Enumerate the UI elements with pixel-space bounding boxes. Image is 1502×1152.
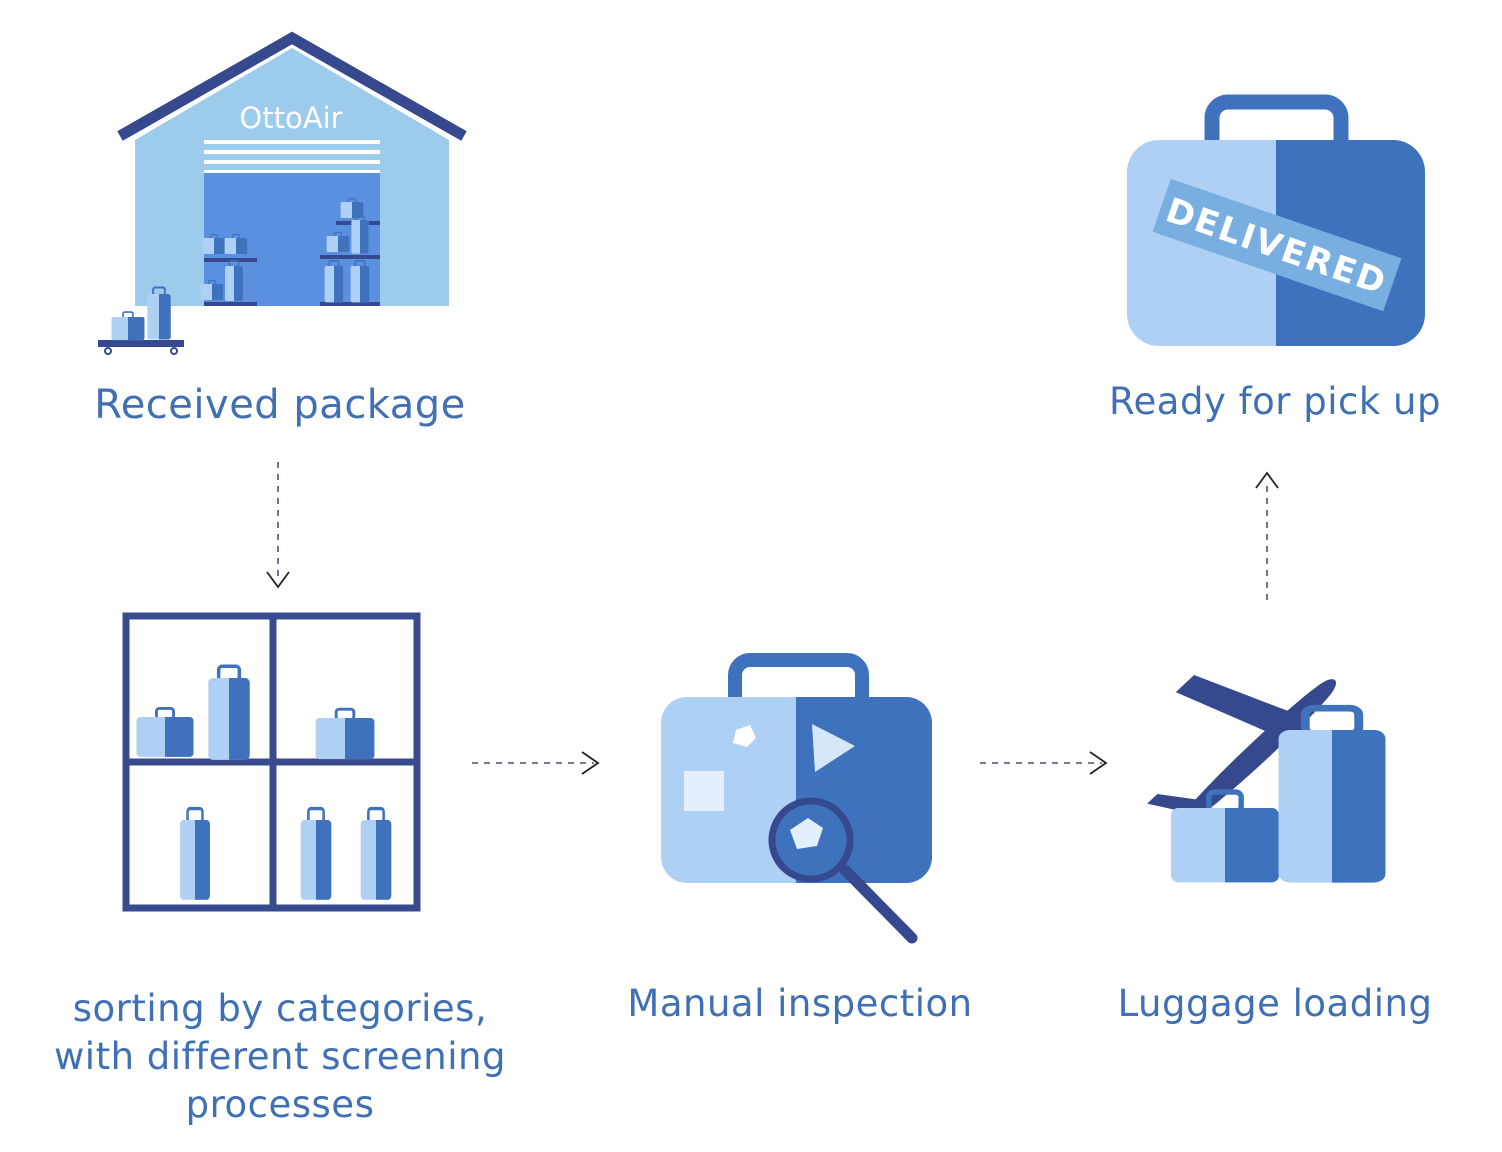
arrow-inspection-to-loading: [980, 751, 1108, 775]
sorting-shelf-icon: [122, 612, 421, 912]
step-label-luggage-loading: Luggage loading: [1117, 982, 1433, 1025]
step-label-sorting: sorting by categories, with different sc…: [54, 987, 506, 1126]
arrow-received-to-sorting: [266, 462, 290, 589]
warehouse-sign: OttoAir: [239, 101, 342, 135]
magnifier-icon: [768, 797, 918, 944]
step-label-manual-inspection: Manual inspection: [627, 982, 973, 1025]
warehouse-icon: OttoAir: [98, 31, 467, 355]
arrow-loading-to-ready: [1255, 471, 1279, 600]
inspection-suitcase-icon: [661, 653, 932, 944]
step-label-ready: Ready for pick up: [1109, 380, 1441, 423]
arrow-sorting-to-inspection: [472, 751, 600, 775]
delivered-suitcase-icon: DELIVERED: [1127, 94, 1425, 346]
plane-luggage-icon: [1147, 675, 1404, 906]
step-label-received: Received package: [94, 382, 466, 428]
